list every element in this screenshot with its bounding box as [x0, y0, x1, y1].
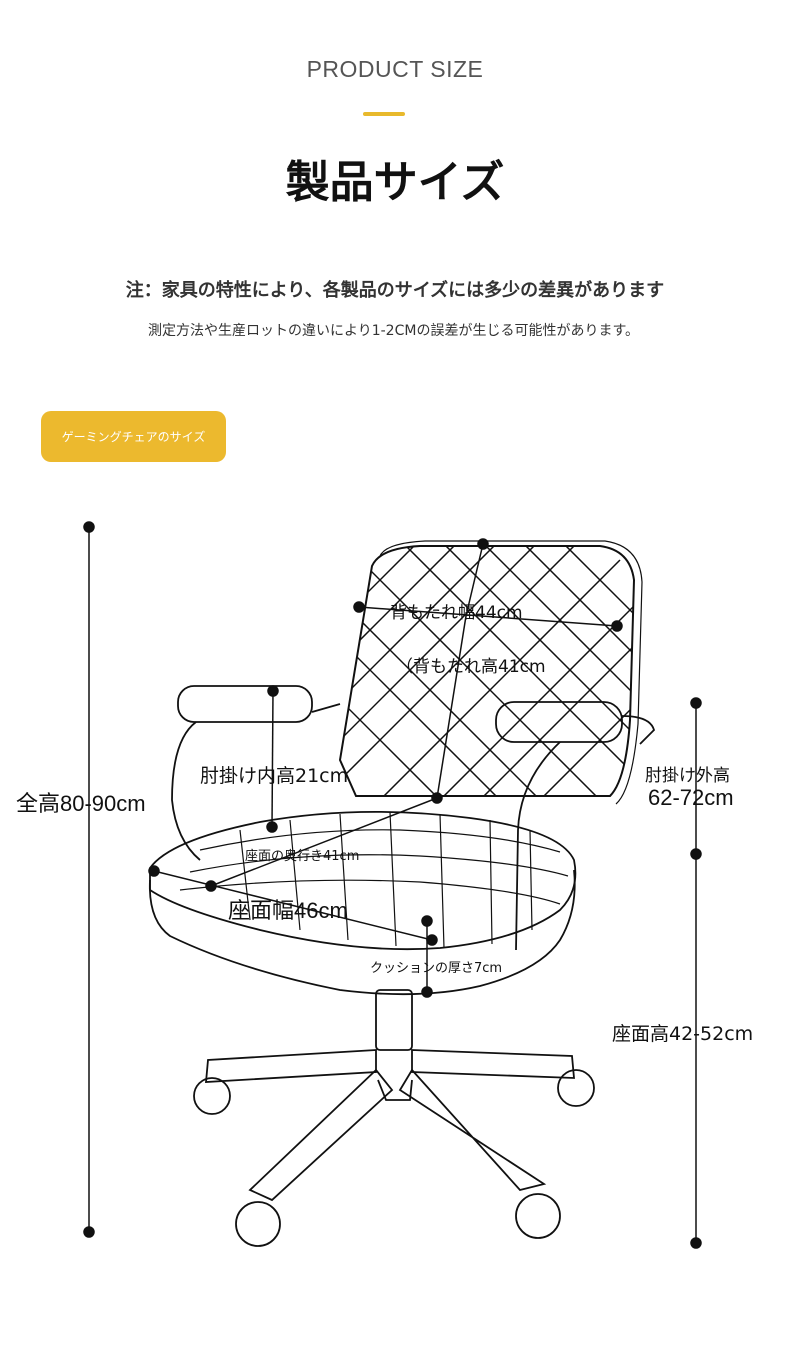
seat-height-label: 座面高42-52cm: [612, 1023, 754, 1045]
chair-seat: [148, 811, 577, 996]
seat-depth-label: 座面の奥行き41cm: [245, 849, 360, 864]
backrest-height-label: （背もたれ高41cm: [396, 657, 546, 677]
note-sub: 測定方法や生産ロットの違いにより1-2CMの誤差が生じる可能性があります。: [148, 323, 640, 339]
armrest-outer-height-value: 62-72cm: [648, 785, 734, 810]
chair-backrest: [338, 540, 643, 805]
note-main: 注：家具の特性により、各製品のサイズには多少の差異があります: [125, 280, 665, 301]
total-height-label: 全高80-90cm: [16, 791, 146, 816]
accent-divider: [363, 112, 405, 116]
page-title: 製品サイズ: [285, 157, 505, 208]
seat-width-label: 座面幅46cm: [228, 898, 348, 923]
cushion-thickness-label: クッションの厚さ7cm: [370, 961, 503, 976]
chair-base: [193, 989, 595, 1247]
armrest-outer-height-label: 肘掛け外高: [645, 766, 730, 786]
chair-size-tag: ゲーミングチェアのサイズ: [41, 411, 226, 462]
armrest-inner-height-label: 肘掛け内高21cm: [200, 765, 349, 787]
dimension-lines: [83, 521, 702, 1249]
chair-armrests: [171, 685, 656, 951]
backrest-width-label: 背もたれ幅44cm: [390, 603, 523, 623]
section-eyebrow: PRODUCT SIZE: [306, 56, 484, 82]
